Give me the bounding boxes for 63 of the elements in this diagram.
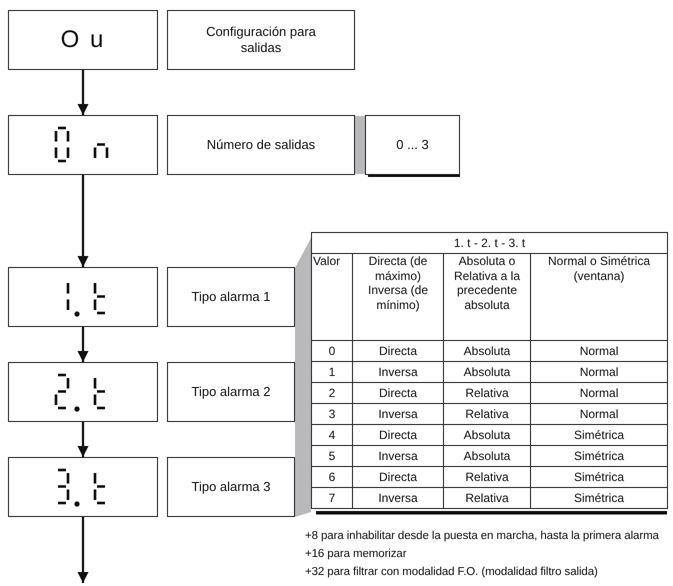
arrow xyxy=(78,517,88,583)
table-cell: Normal o Simétrica (ventana) xyxy=(530,254,668,340)
label-box xyxy=(167,267,295,327)
table-cell: Absoluta xyxy=(444,340,530,362)
node-label: 0 ... 3 xyxy=(395,136,430,154)
node-label: Tipo alarma 3 xyxy=(190,478,272,496)
note-text: +8 para inhabilitar desde la puesta en marcha, hasta la primera alarma xyxy=(305,530,659,542)
table-cell: Directa xyxy=(352,340,444,362)
note-text: +32 para filtrar con modalidad F.O. (modalidad filtro salida) xyxy=(305,566,598,578)
table-cell: Absoluta xyxy=(444,362,530,382)
arrow xyxy=(78,70,88,115)
table-cell: Inversa xyxy=(352,488,444,508)
table-cell: 7 xyxy=(312,488,352,508)
table-cell: Directa xyxy=(352,466,444,488)
node-label: Número de salidas xyxy=(206,136,316,154)
table-cell: 6 xyxy=(312,466,352,488)
table-cell: Absoluta xyxy=(444,424,530,446)
node-label: Configuración para salidas xyxy=(205,24,317,56)
table-cell: 1 xyxy=(312,362,352,382)
display-box xyxy=(8,115,158,175)
table-cell: Relativa xyxy=(444,382,530,404)
arrow xyxy=(78,422,88,457)
table-cell: 4 xyxy=(312,424,352,446)
table-cell: Valor xyxy=(312,254,352,340)
label-box xyxy=(167,10,355,70)
table-cell: Normal xyxy=(530,362,668,382)
table-cell: 2 xyxy=(312,382,352,404)
table-cell: Simétrica xyxy=(530,424,668,446)
table-cell: Relativa xyxy=(444,404,530,424)
table-cell: Normal xyxy=(530,382,668,404)
arrow xyxy=(78,175,88,267)
display-text: O u xyxy=(60,25,106,55)
table-cell: Simétrica xyxy=(530,488,668,508)
table-cell: 3 xyxy=(312,404,352,424)
table-cell: 0 xyxy=(312,340,352,362)
display-box xyxy=(8,10,158,70)
table-cell: Simétrica xyxy=(530,446,668,466)
display-box xyxy=(8,457,158,517)
node-label: Tipo alarma 1 xyxy=(190,288,272,306)
table-cell: 1. t - 2. t - 3. t xyxy=(312,232,668,254)
node-label: Tipo alarma 2 xyxy=(190,384,272,400)
note-text: +16 para memorizar xyxy=(305,548,406,560)
table-cell: Directa (de máximo) Inversa (de mínimo) xyxy=(352,254,444,340)
table-cell: Simétrica xyxy=(530,466,668,488)
table-cell: Normal xyxy=(530,340,668,362)
table-cell: Relativa xyxy=(444,466,530,488)
table-cell: 5 xyxy=(312,446,352,466)
label-box xyxy=(167,115,355,175)
arrow xyxy=(78,327,88,362)
table-cell: Directa xyxy=(352,382,444,404)
table-cell: Inversa xyxy=(352,404,444,424)
table-cell: Directa xyxy=(352,424,444,446)
table-cell: Inversa xyxy=(352,446,444,466)
display-box xyxy=(8,267,158,327)
table-cell: Absoluta o Relativa a la precedente absoluta xyxy=(444,254,530,340)
display-box xyxy=(8,362,158,422)
label-box xyxy=(365,115,460,175)
table-cell: Normal xyxy=(530,404,668,424)
label-box xyxy=(167,457,295,517)
table-cell: Relativa xyxy=(444,488,530,508)
table-cell: Inversa xyxy=(352,362,444,382)
label-box xyxy=(167,362,295,422)
table-cell: Absoluta xyxy=(444,446,530,466)
